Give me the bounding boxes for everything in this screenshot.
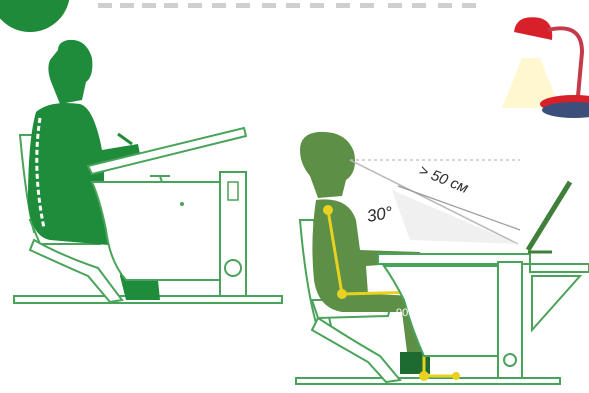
left-posture-illustration	[14, 40, 282, 303]
section-badge	[0, 0, 70, 32]
right-child-head	[300, 132, 355, 198]
header-strip	[0, 0, 476, 32]
left-desk-leg	[220, 172, 246, 296]
viewing-angle-label: 30°	[365, 203, 394, 226]
right-posture-illustration: 30° > 50 см 90 90	[296, 132, 589, 384]
lamp-shade	[514, 17, 552, 40]
desk-lamp-icon	[502, 17, 589, 118]
knee-angle-label: 90	[396, 307, 408, 319]
pen-icon	[118, 134, 132, 144]
right-chair-leg	[312, 318, 400, 382]
left-chair-leg	[30, 240, 122, 302]
left-desk-body	[92, 182, 220, 280]
right-desk-leg	[498, 262, 522, 378]
monitor-stand	[528, 182, 570, 250]
ankle-angle-label: 90	[428, 339, 440, 351]
left-child-head	[48, 40, 92, 104]
eye-distance-label: > 50 см	[417, 162, 471, 197]
